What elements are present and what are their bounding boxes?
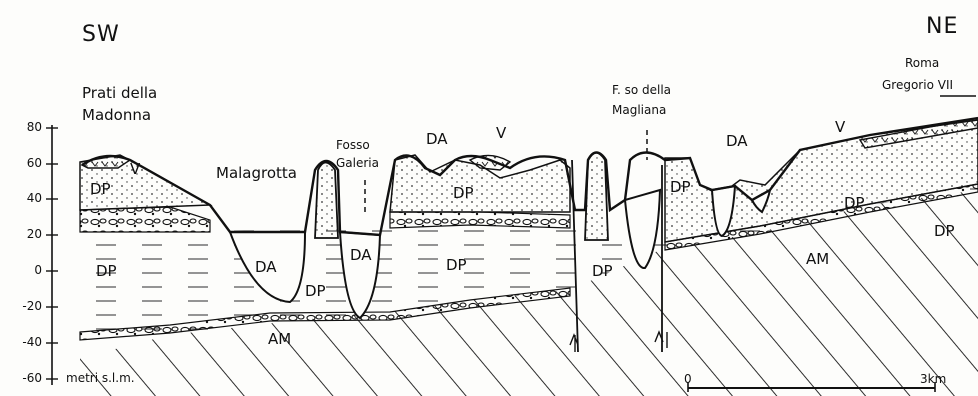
unit-dp-magliana: DP [592, 262, 613, 280]
place-gregorio-vii: Gregorio VII [882, 78, 953, 92]
direction-sw: SW [82, 22, 120, 47]
gravel-band-upper-left [80, 207, 210, 232]
y-tick-40: 40 [8, 191, 42, 205]
place-fosso-galeria: Fosso Galeria [336, 136, 396, 172]
unit-v-left: V [130, 160, 140, 178]
place-roma: Roma [905, 56, 939, 70]
unit-da-galeria: DA [350, 246, 372, 264]
y-axis-unit-label: metri s.l.m. [66, 371, 135, 385]
y-tick-20: 20 [8, 227, 42, 241]
ridge-1 [315, 163, 338, 239]
unit-v-mid: V [496, 124, 506, 142]
unit-da-right: DA [726, 132, 748, 150]
unit-da-malagrotta: DA [255, 258, 277, 276]
gravel-band-upper-mid [390, 212, 570, 228]
place-prati-della-madonna: Prati della Madonna [82, 82, 192, 126]
y-tick-0: 0 [8, 263, 42, 277]
place-malagrotta: Malagrotta [216, 164, 297, 182]
y-tick-minus20: -20 [8, 299, 42, 313]
unit-dp-center: DP [446, 256, 467, 274]
y-tick-80: 80 [8, 120, 42, 134]
unit-da-top: DA [426, 130, 448, 148]
unit-v-right: V [835, 118, 845, 136]
scale-bar-end: 3km [920, 372, 946, 386]
unit-dp-right-upper: DP [844, 194, 865, 212]
y-tick-minus40: -40 [8, 335, 42, 349]
place-fosso-magliana: F. so della Magliana [612, 80, 702, 120]
unit-dp-right-ridge: DP [670, 178, 691, 196]
y-tick-60: 60 [8, 156, 42, 170]
direction-ne: NE [926, 14, 958, 39]
unit-dp-malagrotta: DP [305, 282, 326, 300]
unit-am-left: AM [268, 330, 291, 348]
unit-dp-left: DP [96, 262, 117, 280]
scale-bar-start: 0 [684, 372, 692, 386]
unit-dp-upper-left: DP [90, 180, 111, 198]
y-tick-minus60: -60 [8, 371, 42, 385]
unit-dp-right-lower: DP [934, 222, 955, 240]
unit-am-right: AM [806, 250, 829, 268]
unit-dp-center-upper: DP [453, 184, 474, 202]
